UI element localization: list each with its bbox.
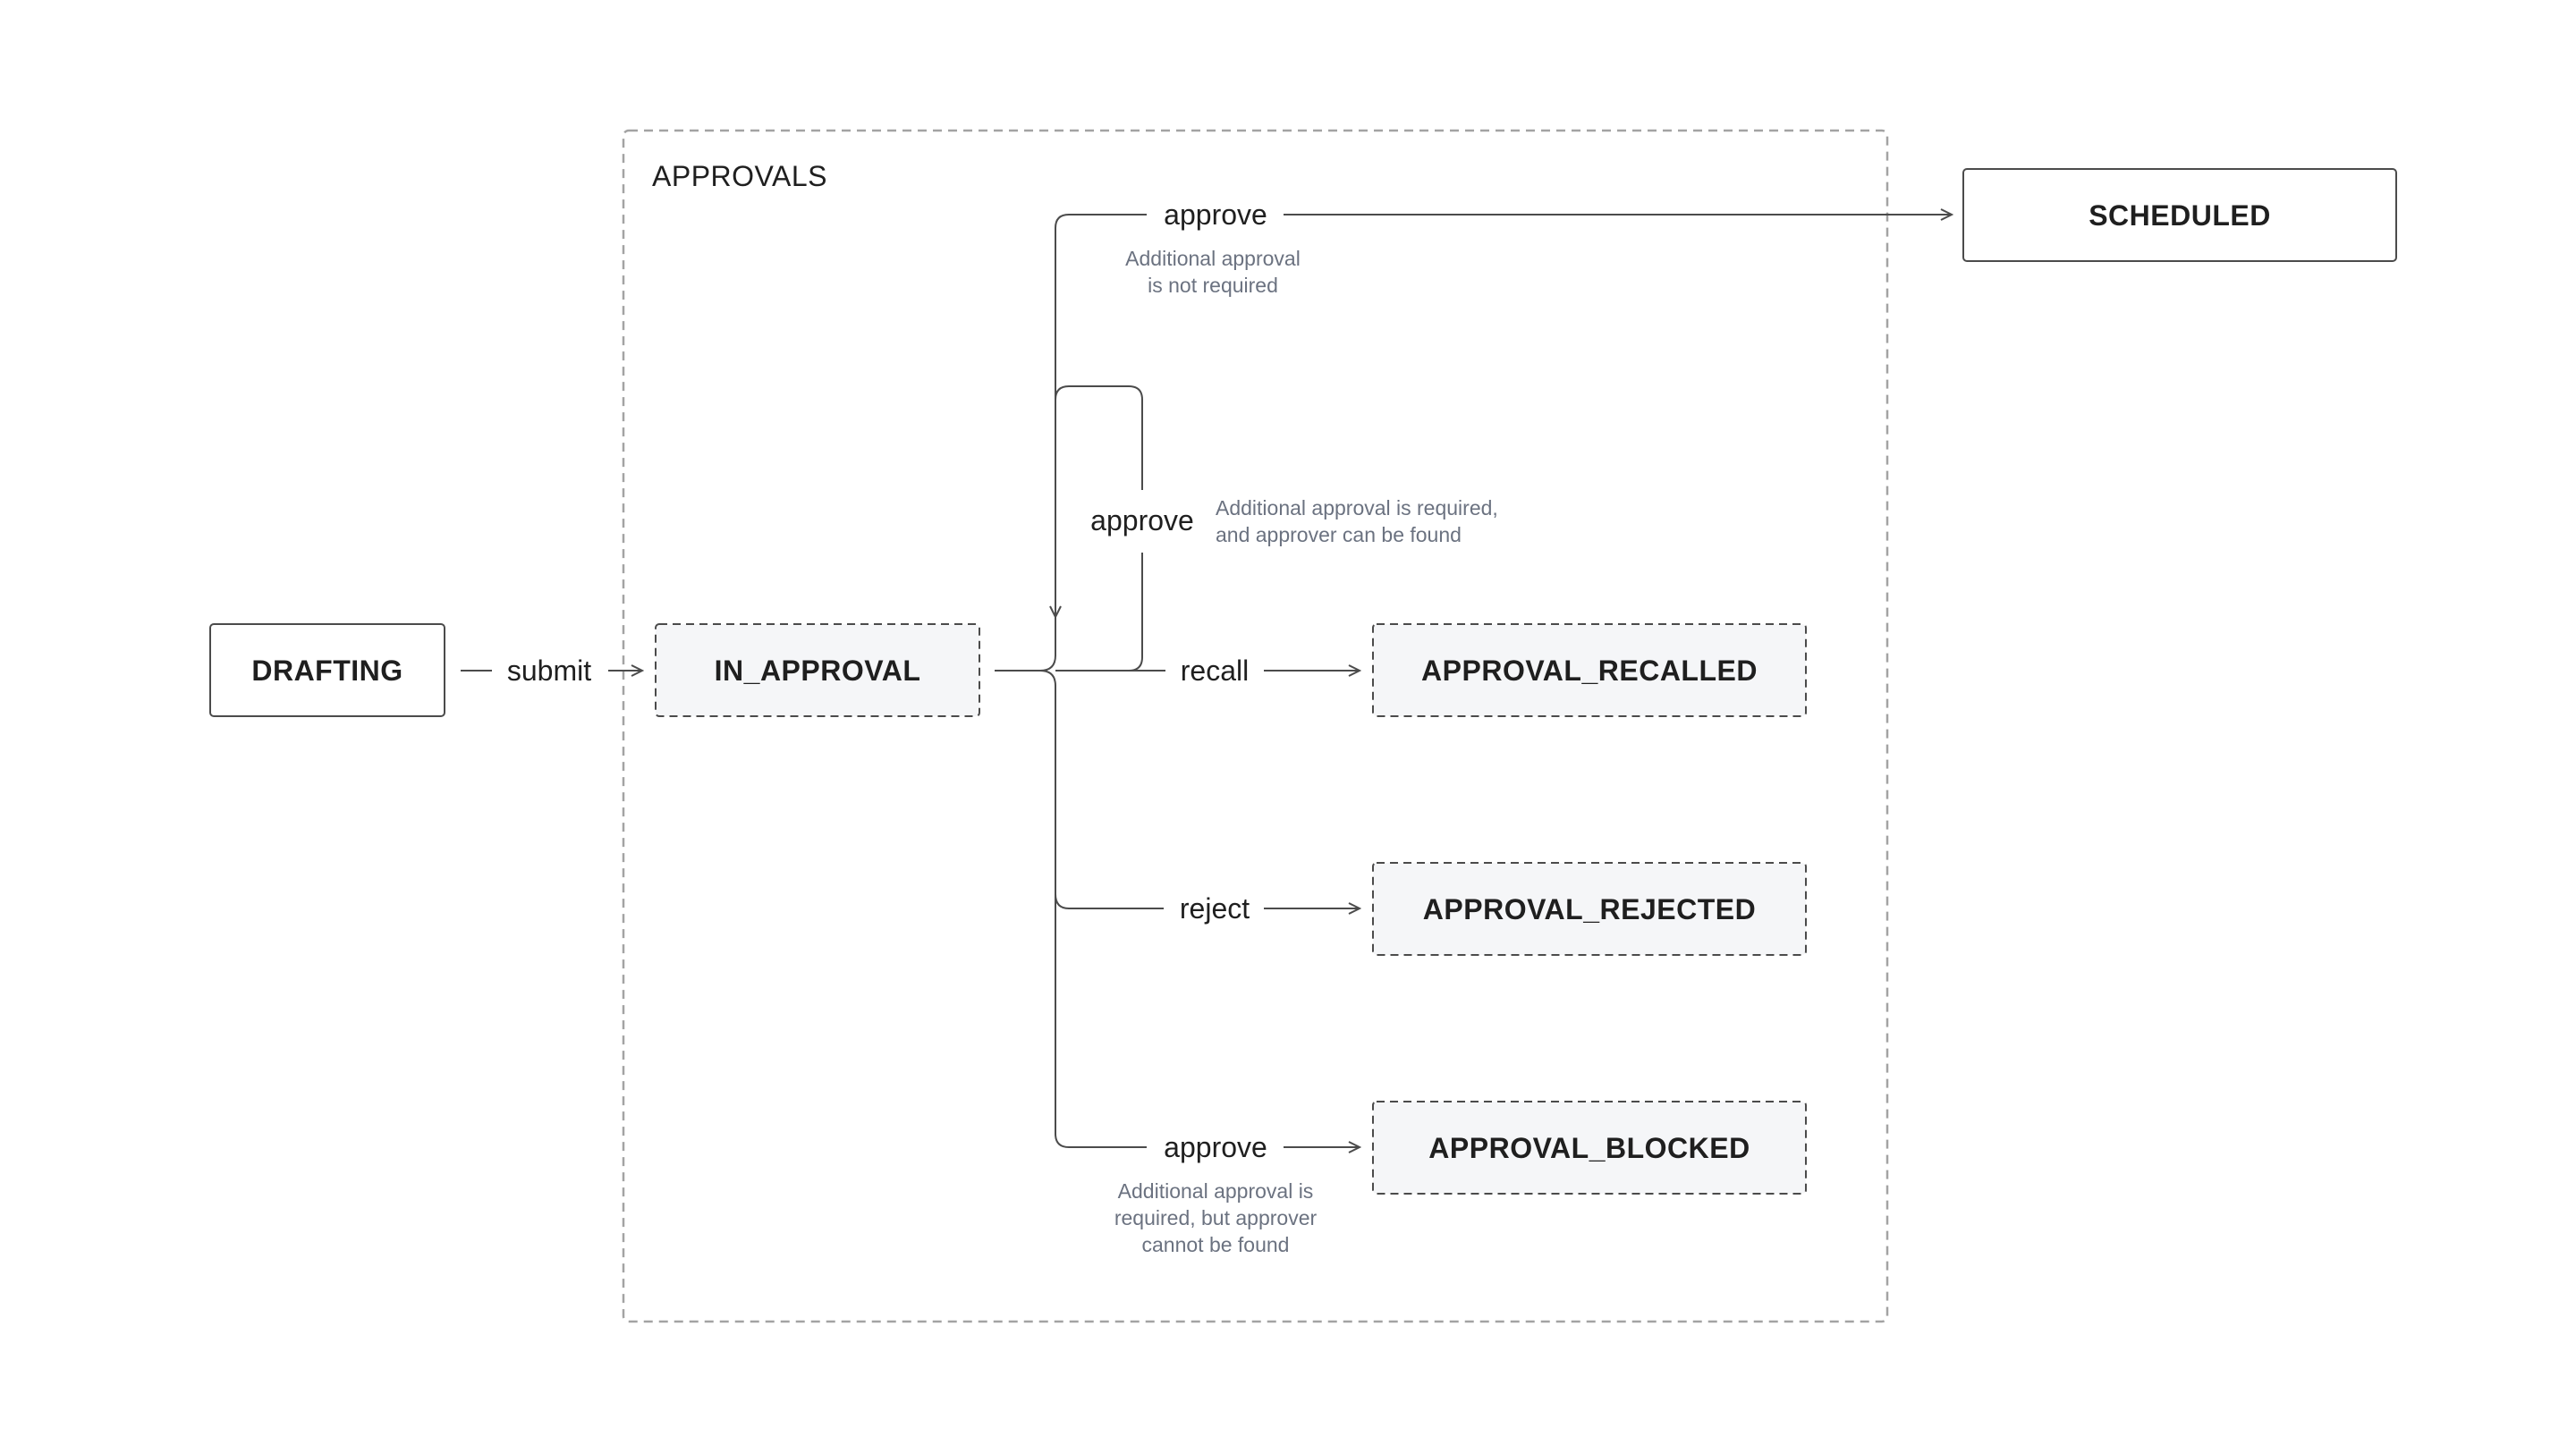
- transition-approve-blocked: approve Additional approval is required,…: [1114, 1131, 1360, 1256]
- transition-reject: reject: [1055, 892, 1360, 925]
- state-drafting-label: DRAFTING: [251, 655, 402, 687]
- transition-approve-loop-note-line-2: and approver can be found: [1216, 523, 1462, 546]
- transition-submit: submit: [461, 655, 642, 687]
- state-scheduled-label: SCHEDULED: [2089, 199, 2271, 232]
- transition-approve-loop: approve Additional approval is required,…: [1055, 385, 1498, 672]
- transition-approve-scheduled-note-line-2: is not required: [1148, 274, 1278, 297]
- transition-recall: recall: [1055, 655, 1360, 687]
- state-in-approval-label: IN_APPROVAL: [715, 655, 921, 687]
- transition-submit-label: submit: [507, 655, 591, 687]
- transition-approve-loop-label: approve: [1090, 504, 1194, 536]
- transition-approve-loop-note-line-1: Additional approval is required,: [1216, 496, 1498, 519]
- state-approval-blocked[interactable]: APPROVAL_BLOCKED: [1372, 1101, 1807, 1195]
- state-approval-rejected[interactable]: APPROVAL_REJECTED: [1372, 862, 1807, 956]
- transition-approve-blocked-note-line-3: cannot be found: [1142, 1233, 1290, 1256]
- state-approval-recalled[interactable]: APPROVAL_RECALLED: [1372, 623, 1807, 717]
- approvals-group-border: [622, 129, 1889, 1323]
- transition-approve-blocked-note-line-2: required, but approver: [1114, 1206, 1318, 1229]
- state-scheduled[interactable]: SCHEDULED: [1962, 168, 2397, 262]
- transition-approve-scheduled-label: approve: [1164, 199, 1267, 231]
- approvals-group-label: APPROVALS: [652, 160, 827, 192]
- state-approval-blocked-label: APPROVAL_BLOCKED: [1428, 1132, 1750, 1164]
- branch-trunk: [995, 214, 1147, 1148]
- transition-reject-label: reject: [1180, 892, 1250, 925]
- transition-approve-blocked-label: approve: [1164, 1131, 1267, 1163]
- state-in-approval[interactable]: IN_APPROVAL: [655, 623, 980, 717]
- transition-approve-scheduled-note-line-1: Additional approval: [1125, 247, 1301, 270]
- transition-approve-scheduled: approve Additional approval is not requi…: [1125, 199, 1952, 297]
- state-approval-rejected-label: APPROVAL_REJECTED: [1423, 893, 1756, 925]
- transition-recall-label: recall: [1181, 655, 1249, 687]
- state-drafting[interactable]: DRAFTING: [209, 623, 445, 717]
- transition-approve-blocked-note-line-1: Additional approval is: [1118, 1179, 1314, 1203]
- state-approval-recalled-label: APPROVAL_RECALLED: [1421, 655, 1758, 687]
